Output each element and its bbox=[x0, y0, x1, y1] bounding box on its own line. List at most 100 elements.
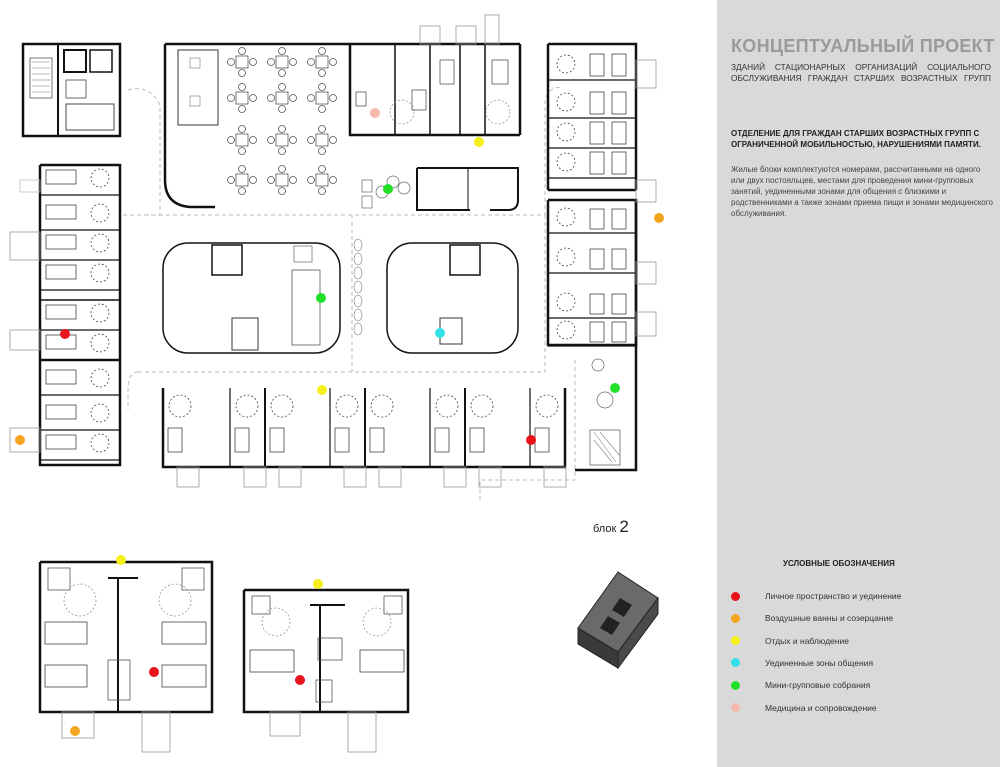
chair-icon bbox=[307, 136, 315, 144]
chair-icon bbox=[278, 147, 286, 155]
chair-icon bbox=[289, 58, 297, 66]
legend-item: Мини-групповые собрания bbox=[731, 679, 870, 691]
chair-icon bbox=[249, 58, 257, 66]
activity-dot-icon bbox=[316, 293, 326, 303]
dining-hall bbox=[163, 42, 350, 209]
chair-icon bbox=[238, 83, 246, 91]
chair-icon bbox=[249, 176, 257, 184]
bed-icon bbox=[611, 248, 627, 270]
bed-icon bbox=[45, 234, 77, 250]
bed-icon bbox=[369, 427, 385, 453]
activity-dot-icon bbox=[383, 184, 393, 194]
bed-icon bbox=[45, 334, 77, 350]
bed-icon bbox=[589, 53, 605, 77]
activity-dot-icon bbox=[15, 435, 25, 445]
turning-circle bbox=[90, 203, 110, 223]
chair-icon bbox=[289, 94, 297, 102]
panel-subtitle: ЗДАНИЙ СТАЦИОНАРНЫХ ОРГАНИЗАЦИЙ СОЦИАЛЬН… bbox=[731, 62, 991, 83]
corridor-outline bbox=[119, 87, 576, 500]
porch bbox=[176, 466, 200, 488]
chair-icon bbox=[318, 165, 326, 173]
department-description: Жилые блоки комплектуются номерами, расс… bbox=[731, 165, 993, 218]
turning-circle bbox=[335, 394, 359, 418]
chair-icon bbox=[329, 176, 337, 184]
chair-icon bbox=[318, 147, 326, 155]
plant-icon bbox=[353, 308, 363, 322]
turning-circle bbox=[470, 394, 494, 418]
bed-icon bbox=[45, 204, 77, 220]
bed-icon bbox=[334, 427, 350, 453]
chair-icon bbox=[278, 83, 286, 91]
chair-icon bbox=[318, 69, 326, 77]
turning-circle bbox=[556, 247, 576, 267]
bed-icon bbox=[534, 427, 550, 453]
bed-icon bbox=[469, 427, 485, 453]
chair-icon bbox=[249, 136, 257, 144]
activity-dot-icon bbox=[295, 675, 305, 685]
dining-table bbox=[235, 91, 249, 105]
chair-icon bbox=[238, 105, 246, 113]
chair-icon bbox=[329, 136, 337, 144]
turning-circle bbox=[90, 233, 110, 253]
plant-icon bbox=[353, 294, 363, 308]
dining-table bbox=[235, 55, 249, 69]
activity-dot-icon bbox=[149, 667, 159, 677]
room-detail-2 bbox=[242, 588, 410, 753]
chair-icon bbox=[318, 125, 326, 133]
legend-label: Медицина и сопровождение bbox=[765, 702, 877, 713]
top-rooms bbox=[348, 14, 522, 137]
activity-dot-icon bbox=[70, 726, 80, 736]
legend-dot-icon bbox=[731, 636, 740, 646]
activity-dot-icon bbox=[317, 385, 327, 395]
kitchen-counter bbox=[361, 167, 519, 211]
turning-circle bbox=[370, 394, 394, 418]
chair-icon bbox=[267, 94, 275, 102]
porch bbox=[478, 466, 502, 488]
bed-icon bbox=[45, 264, 77, 280]
porch bbox=[278, 466, 302, 488]
plant-icon bbox=[353, 322, 363, 336]
activity-dot-icon bbox=[654, 213, 664, 223]
service-block bbox=[21, 42, 122, 138]
bed-icon bbox=[45, 369, 77, 385]
chair-icon bbox=[267, 58, 275, 66]
turning-circle bbox=[90, 303, 110, 323]
plant-icon bbox=[353, 252, 363, 266]
bed-icon bbox=[589, 91, 605, 115]
chair-icon bbox=[278, 105, 286, 113]
chair-icon bbox=[318, 187, 326, 195]
legend-item: Воздушные ванны и созерцание bbox=[731, 612, 893, 624]
bed-icon bbox=[234, 427, 250, 453]
chair-icon bbox=[267, 176, 275, 184]
legend-item: Отдых и наблюдение bbox=[731, 635, 849, 647]
chair-icon bbox=[227, 94, 235, 102]
chair-icon bbox=[329, 94, 337, 102]
bed-icon bbox=[589, 151, 605, 175]
central-plants bbox=[353, 238, 363, 336]
activity-dot-icon bbox=[526, 435, 536, 445]
chair-icon bbox=[238, 165, 246, 173]
turning-circle bbox=[556, 54, 576, 74]
courtyard-right bbox=[386, 242, 519, 354]
chair-icon bbox=[238, 187, 246, 195]
left-wing bbox=[9, 163, 122, 467]
chair-icon bbox=[318, 47, 326, 55]
turning-circle bbox=[556, 152, 576, 172]
legend-dot-icon bbox=[731, 703, 740, 712]
dining-table bbox=[275, 173, 289, 187]
plant-icon bbox=[353, 280, 363, 294]
legend-label: Личное пространство и уединение bbox=[765, 591, 902, 601]
bed-icon bbox=[167, 427, 183, 453]
block-3d-model bbox=[577, 571, 659, 670]
legend-label: Уединенные зоны общения bbox=[765, 657, 874, 668]
porch bbox=[378, 466, 402, 488]
bed-icon bbox=[45, 404, 77, 420]
bed-icon bbox=[269, 427, 285, 453]
activity-dot-icon bbox=[313, 579, 323, 589]
bed-icon bbox=[589, 321, 605, 343]
legend-label: Мини-групповые собрания bbox=[765, 680, 871, 691]
chair-icon bbox=[307, 176, 315, 184]
turning-circle bbox=[90, 333, 110, 353]
bed-icon bbox=[45, 304, 77, 320]
right-wing bbox=[546, 42, 657, 472]
